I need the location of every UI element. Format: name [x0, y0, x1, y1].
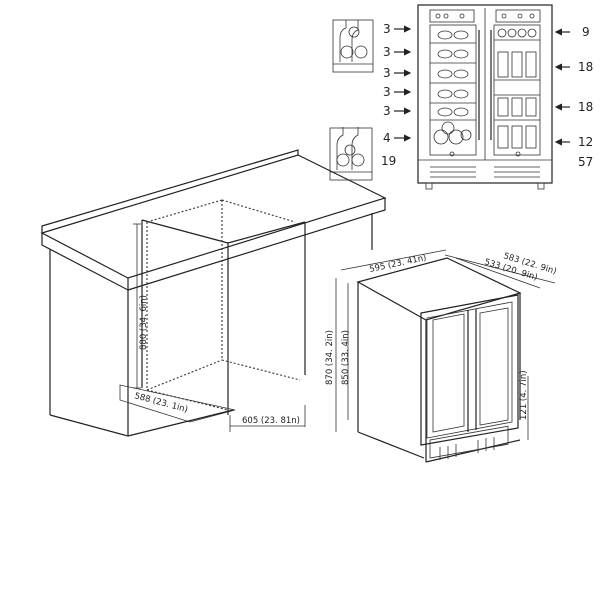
height-max-label: 870 (34. 2in) [325, 330, 335, 385]
left-count-3: 3 [383, 66, 391, 80]
wine-cooler-front-view [417, 4, 553, 190]
cutout-depth-label: 588 (23. 1in) [133, 391, 189, 415]
bottle-stack-icon-upper [332, 19, 374, 73]
left-total: 19 [381, 154, 396, 168]
left-count-5: 3 [383, 104, 391, 118]
left-count-6: 4 [383, 131, 391, 145]
cutout-height-label: 880 (34. 6in) [139, 295, 149, 350]
right-count-1: 9 [582, 25, 590, 39]
height-min-label: 850 (33. 4in) [341, 330, 351, 385]
cutout-width-label: 605 (23. 81n) [242, 416, 300, 426]
right-count-3: 18 [578, 100, 593, 114]
right-shelf-counts: 9 18 18 12 57 [554, 25, 593, 169]
left-shelf-counts: 3 3 3 3 3 4 19 [381, 22, 412, 168]
right-total: 57 [578, 155, 593, 169]
left-count-4: 3 [383, 85, 391, 99]
bottle-stack-icon-lower [329, 127, 373, 181]
wine-cooler-3d-view [335, 249, 556, 463]
door-clearance-label: 121 (4. 7in) [519, 370, 529, 420]
left-count-2: 3 [383, 45, 391, 59]
right-count-2: 18 [578, 60, 593, 74]
right-count-4: 12 [578, 135, 593, 149]
left-count-1: 3 [383, 22, 391, 36]
counter-cabinet-drawing [40, 149, 387, 437]
